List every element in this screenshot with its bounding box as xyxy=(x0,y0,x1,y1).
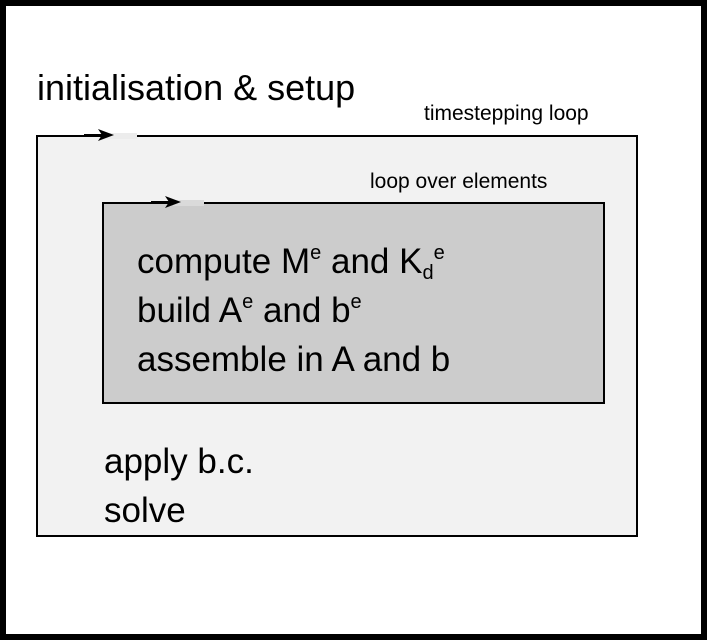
outer-loop-entry-gap xyxy=(106,133,137,139)
outer-loop-entry-arrow-icon xyxy=(84,129,114,141)
inner-loop-entry-arrow-icon xyxy=(151,196,181,208)
element-loop-steps: compute Me and Kde build Ae and be assem… xyxy=(137,237,450,384)
inner-loop-entry-gap xyxy=(173,200,204,206)
timestepping-loop-label: timestepping loop xyxy=(424,102,589,125)
build-step: build Ae and be xyxy=(137,291,362,330)
timestep-steps: apply b.c. solve xyxy=(104,437,254,535)
assemble-step: assemble in A and b xyxy=(137,340,451,379)
element-loop-label: loop over elements xyxy=(370,170,548,193)
element-loop-box xyxy=(102,202,605,404)
compute-step: compute Me and Kde xyxy=(137,242,445,284)
solve-step: solve xyxy=(104,491,186,530)
setup-title: initialisation & setup xyxy=(37,67,356,108)
apply-bc-step: apply b.c. xyxy=(104,442,254,481)
